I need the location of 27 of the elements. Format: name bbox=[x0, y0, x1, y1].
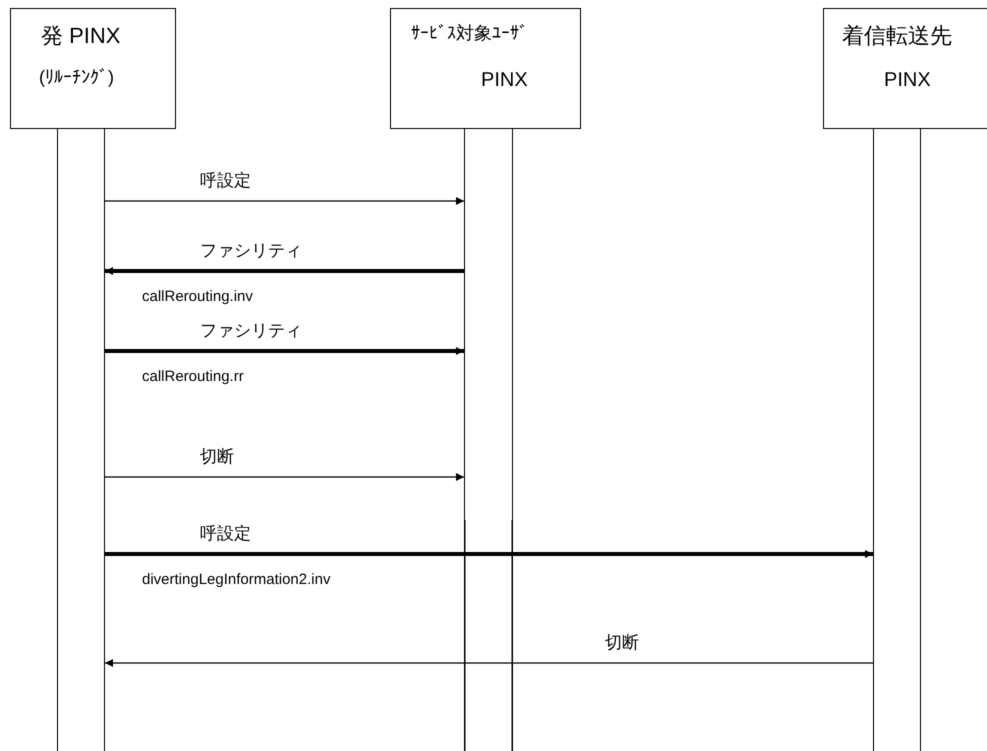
message-arrow bbox=[105, 347, 464, 355]
participant-name: 着信転送先 bbox=[842, 22, 952, 50]
participant-subtitle: PINX bbox=[884, 69, 931, 92]
parameter-label: divertingLegInformation2.inv bbox=[142, 571, 330, 588]
lifeline bbox=[464, 129, 513, 520]
edge-label: 切断 bbox=[200, 446, 234, 468]
message-arrow bbox=[105, 550, 873, 558]
message-arrow bbox=[105, 473, 464, 481]
edge-label: ファシリティ bbox=[200, 320, 302, 342]
participant-box bbox=[390, 8, 581, 129]
parameter-label: callRerouting.inv bbox=[142, 288, 253, 305]
participant-subtitle: (ﾘﾙｰﾁﾝｸﾞ) bbox=[39, 67, 114, 88]
edge-label: 呼設定 bbox=[200, 170, 251, 192]
edge-label: 呼設定 bbox=[200, 523, 251, 545]
participant-subtitle: PINX bbox=[481, 69, 528, 92]
message-arrow bbox=[105, 659, 873, 667]
lifeline bbox=[57, 129, 105, 751]
message-arrow bbox=[105, 197, 464, 205]
participant-name: 発 PINX bbox=[41, 22, 120, 50]
edge-label: 切断 bbox=[605, 632, 639, 654]
lifeline bbox=[873, 129, 921, 751]
participant-name: ｻｰﾋﾞｽ対象ﾕｰｻﾞ bbox=[411, 22, 528, 45]
participant-box bbox=[10, 8, 176, 129]
edge-label: ファシリティ bbox=[200, 240, 302, 262]
message-arrow bbox=[105, 267, 464, 275]
parameter-label: callRerouting.rr bbox=[142, 368, 244, 385]
participant-box bbox=[823, 8, 987, 129]
